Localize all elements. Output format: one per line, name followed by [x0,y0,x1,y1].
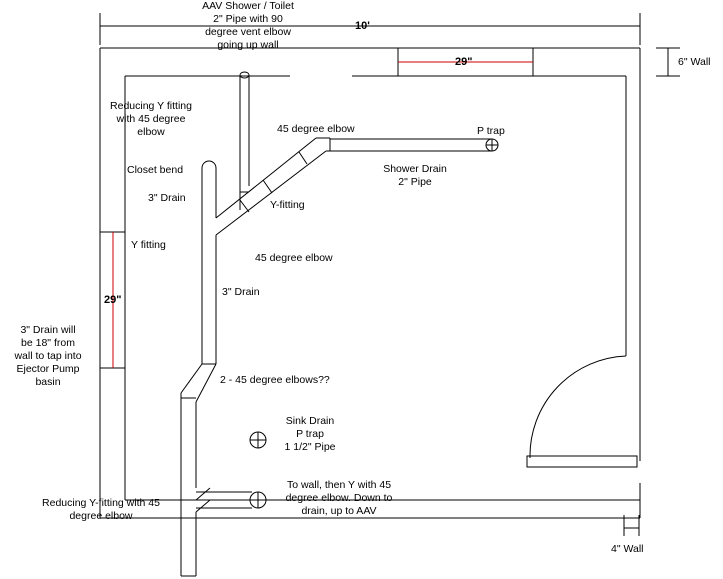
reducing-y-bottom-note: Reducing Y-fitting with 45 degree elbow [34,497,168,523]
top-window-label: 29" [455,56,473,68]
main-3in-drain [180,160,217,577]
sink-drain-pipe [195,431,267,513]
shower-drain-line-1: Shower Drain [383,163,447,175]
drain-note-line-4: Ejector Pump [16,363,80,375]
top-wall-label: 6" Wall [678,56,711,68]
drain-note-line-2: be 18" from [21,337,75,349]
reducing-y-bottom-line-2: degree elbow [69,510,133,522]
to-wall-line-1: To wall, then Y with 45 [286,479,392,491]
drain-3in-lower-label: 3" Drain [222,286,260,298]
top-window-dimension [397,48,534,76]
shower-branch-pipe [215,137,492,236]
reducing-y-bottom-line-1: Reducing Y-fitting with 45 [42,497,160,509]
drain-note-line-3: wall to tap into [14,350,82,362]
shower-drain-line-2: 2" Pipe [398,176,432,188]
aav-note: AAV Shower / Toilet 2" Pipe with 90 degr… [186,0,310,52]
sink-drain-line-3: 1 1/2" Pipe [284,441,336,453]
shower-p-trap [485,138,499,152]
aav-line-2: 2" Pipe with 90 [213,13,283,25]
reducing-y-line-2: with 45 degree [116,113,186,125]
closet-bend-label: Closet bend [127,164,184,176]
overall-width-dimension [99,13,641,45]
aav-line-3: degree vent elbow [205,26,291,38]
two-elbows-label: 2 - 45 degree elbows?? [220,374,330,386]
sink-drain-line-1: Sink Drain [285,415,335,427]
y-fitting-mid-label: Y-fitting [270,199,305,211]
to-wall-line-2: degree elbow. Down to [285,492,393,504]
drain-note-line-1: 3" Drain will [20,324,76,336]
shower-p-trap-label: P trap [477,125,505,137]
left-window-label: 29" [104,294,122,306]
sink-drain-line-2: P trap [296,428,324,440]
bottom-wall-label: 4" Wall [611,543,644,555]
drain-distance-note: 3" Drain will be 18" from wall to tap in… [2,324,94,389]
room-walls [99,47,641,519]
overall-width-label: 10' [355,20,370,32]
bottom-wall-thickness [623,515,640,536]
elbow-45-mid-label: 45 degree elbow [255,252,333,264]
elbow-45-top-label: 45 degree elbow [277,123,355,135]
aav-line-1: AAV Shower / Toilet [202,0,294,12]
reducing-y-line-3: elbow [137,126,165,138]
left-window-dimension [100,231,125,369]
to-wall-note: To wall, then Y with 45 degree elbow. Do… [268,479,410,518]
door-swing [526,355,638,468]
reducing-y-line-1: Reducing Y fitting [110,100,192,112]
y-fitting-left-label: Y fitting [131,239,166,251]
to-wall-line-3: drain, up to AAV [301,505,377,517]
drain-note-line-5: basin [35,376,61,388]
top-wall-thickness [656,47,680,77]
reducing-y-note: Reducing Y fitting with 45 degree elbow [103,100,199,139]
vent-pipe [239,71,250,210]
aav-line-4: going up wall [217,39,279,51]
sink-drain-note: Sink Drain P trap 1 1/2" Pipe [270,415,350,454]
shower-drain-note: Shower Drain 2" Pipe [380,163,450,189]
drain-3in-upper-label: 3" Drain [148,192,186,204]
